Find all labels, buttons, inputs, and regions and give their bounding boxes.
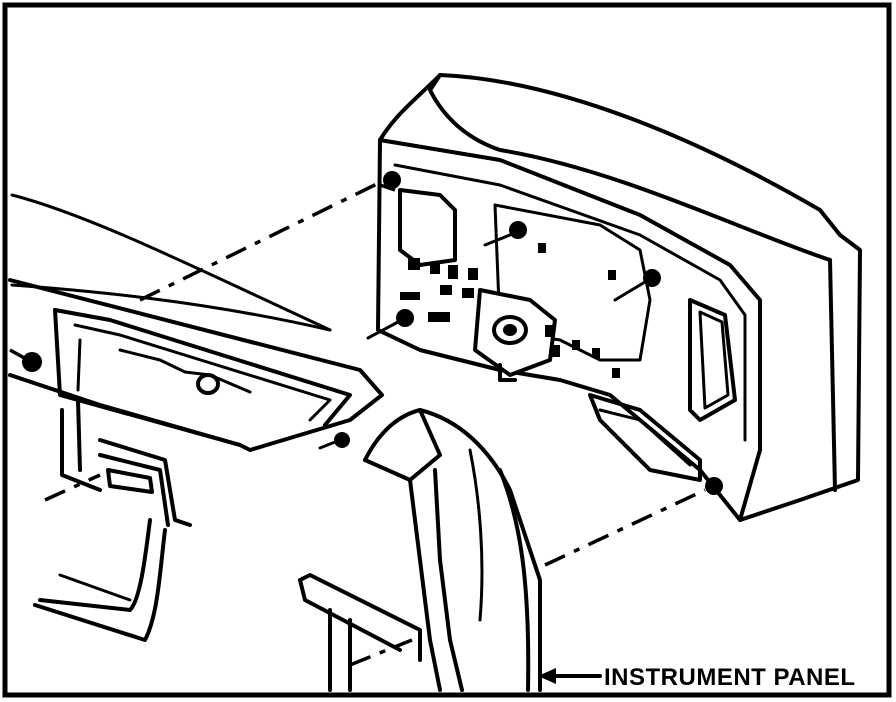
cluster-screw-left-lower xyxy=(396,309,414,327)
cluster-carrier xyxy=(8,193,384,452)
lower-bracket-left xyxy=(33,398,192,642)
instrument-cluster xyxy=(366,73,862,522)
cluster-screw-center xyxy=(509,221,527,239)
carrier-screw-right xyxy=(334,432,350,448)
carrier-screw-left xyxy=(22,352,42,372)
cluster-screw-right xyxy=(643,269,661,287)
instrument-panel-label: INSTRUMENT PANEL xyxy=(604,664,856,691)
dash-panel xyxy=(298,408,542,692)
instrument-panel-callout: INSTRUMENT PANEL xyxy=(538,664,856,691)
assembly-guide-lines xyxy=(9,178,706,667)
cluster-screw-top-left xyxy=(383,171,401,189)
cluster-screw-bottom xyxy=(705,477,723,495)
